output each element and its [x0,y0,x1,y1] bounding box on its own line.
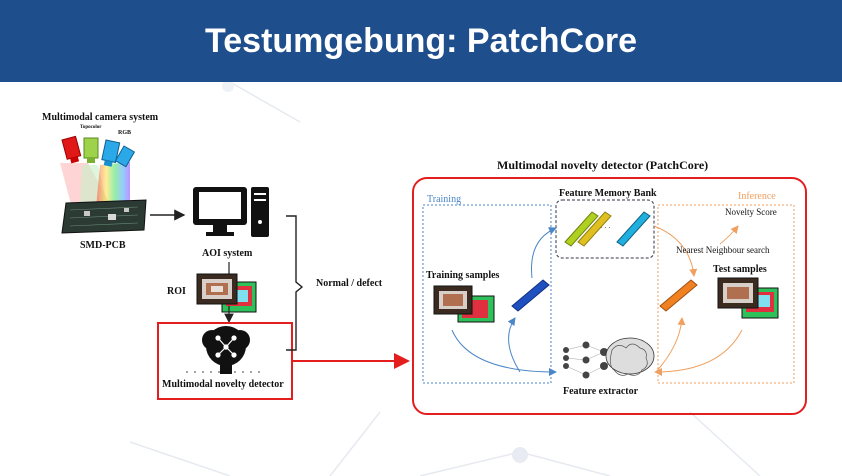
roi-image [196,273,257,313]
page-title: Testumgebung: PatchCore [205,22,637,60]
computer-icon [193,187,269,237]
neural-network-icon [563,337,655,379]
patchcore-title: Multimodal novelty detector (PatchCore) [497,158,709,172]
novelty-score-label: Novelty Score [725,207,777,217]
camera-blue-2-icon [114,145,136,168]
brace [286,215,304,351]
pcb-board-icon [61,199,147,234]
test-sample-image [717,277,779,319]
title-bar: Testumgebung: PatchCore [0,0,842,82]
ellipsis-label: · · · [600,224,611,232]
camera-red-icon [61,135,82,164]
inference-feature-block [659,279,698,312]
feature-block-icon [564,211,651,247]
roi-label: ROI [167,286,186,297]
rgb-label: RGB [118,130,132,136]
training-sample-image [433,285,495,323]
neural-brain-icon [186,326,266,374]
inference-region [657,204,795,384]
normal-defect-label: Normal / defect [316,278,383,289]
memory-bank-box [555,199,655,259]
aoi-label: AOI system [202,248,253,259]
memory-bank-label: Feature Memory Bank [559,188,657,199]
training-samples-label: Training samples [426,270,500,281]
background-network [129,82,761,476]
topocolor-label: Topocolor [80,125,102,130]
feature-extractor-label: Feature extractor [563,386,639,397]
inference-label: Inference [738,191,776,202]
training-region [422,204,552,384]
camera-blue-icon [101,139,121,167]
camera-system-label: Multimodal camera system [42,112,159,123]
camera-system [60,135,136,208]
training-label: Training [427,194,462,205]
pcb-label: SMD-PCB [80,240,126,251]
training-feature-block [511,279,550,312]
nearest-neighbour-label: Nearest Neighbour search [676,245,770,255]
camera-green-icon [83,137,99,163]
test-samples-label: Test samples [713,264,767,275]
detector-label: Multimodal novelty detector [162,379,284,390]
patchcore-panel [412,177,807,415]
